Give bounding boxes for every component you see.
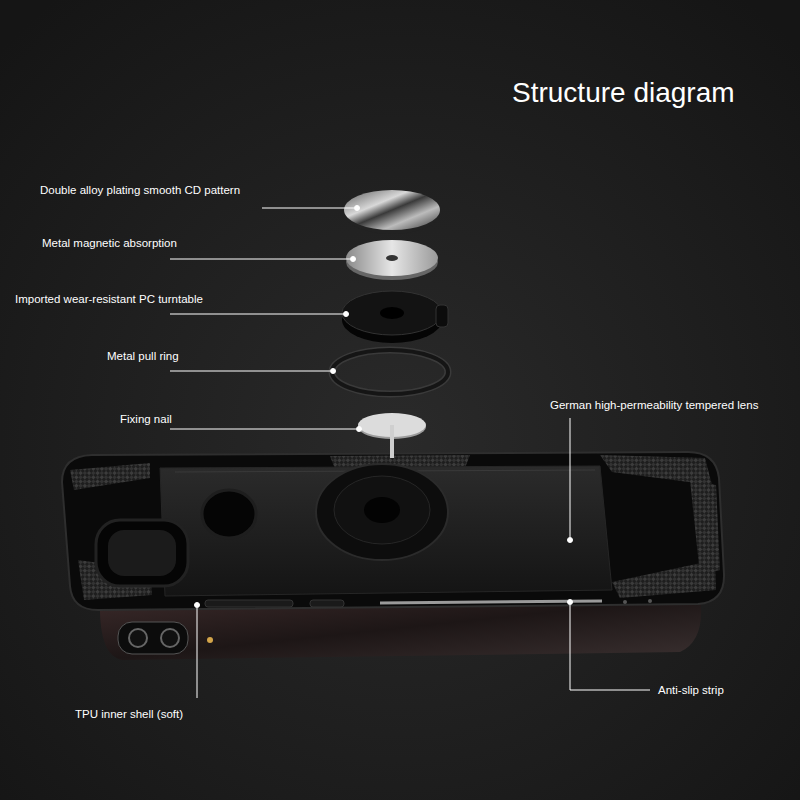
diagram-title: Structure diagram xyxy=(512,76,735,110)
part-label: Imported wear-resistant PC turntable xyxy=(15,292,203,307)
part-label: Double alloy plating smooth CD pattern xyxy=(40,183,240,198)
part-label: Metal pull ring xyxy=(107,349,179,364)
part-label: German high-permeability tempered lens xyxy=(550,398,758,413)
part-label: Anti-slip strip xyxy=(658,683,724,698)
part-label: TPU inner shell (soft) xyxy=(75,707,183,722)
part-label: Fixing nail xyxy=(120,412,172,427)
part-label: Metal magnetic absorption xyxy=(42,236,177,251)
